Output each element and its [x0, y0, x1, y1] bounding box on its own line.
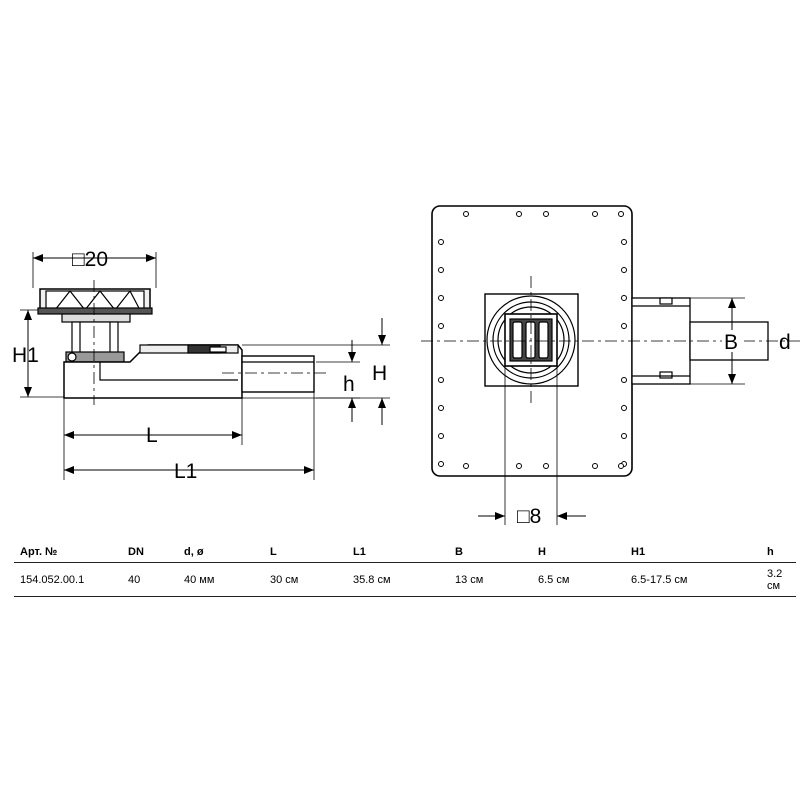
drain-body — [63, 344, 243, 399]
outlet-pipe — [241, 355, 315, 393]
table-cell: 6.5-17.5 см — [625, 562, 761, 597]
table-cell: 40 — [122, 562, 178, 597]
col-header: L1 — [347, 543, 449, 563]
col-header: Арт. № — [14, 543, 122, 563]
label-B: B — [724, 331, 738, 354]
table-cell: 3.2 см — [761, 562, 796, 597]
col-header: B — [449, 543, 532, 563]
table-header-row: Арт. № DN d, ø L L1 B H H1 h — [14, 543, 796, 563]
drain-head — [37, 288, 153, 323]
col-header: DN — [122, 543, 178, 563]
col-header: L — [264, 543, 347, 563]
table-cell: 154.052.00.1 — [14, 562, 122, 597]
label-L: L — [146, 424, 158, 447]
table-cell: 30 см — [264, 562, 347, 597]
col-header: h — [761, 543, 796, 563]
label-H: H — [372, 362, 387, 385]
table-cell: 35.8 см — [347, 562, 449, 597]
technical-drawing: □20 H1 H h L L1 — [12, 205, 800, 528]
col-header: H — [532, 543, 625, 563]
label-grate: □8 — [517, 505, 541, 528]
plate-holes — [438, 211, 627, 469]
label-top-width: □20 — [72, 248, 108, 271]
table-cell: 6.5 см — [532, 562, 625, 597]
table-cell: 40 мм — [178, 562, 264, 597]
label-h: h — [343, 373, 355, 396]
label-L1: L1 — [174, 460, 197, 483]
top-view — [421, 205, 800, 525]
col-header: d, ø — [178, 543, 264, 563]
side-view — [20, 252, 390, 480]
table-row: 154.052.00.1 40 40 мм 30 см 35.8 см 13 с… — [14, 562, 796, 597]
drain-riser — [65, 321, 125, 363]
table-cell: 13 см — [449, 562, 532, 597]
label-d: d — [779, 331, 791, 354]
col-header: H1 — [625, 543, 761, 563]
spec-table: Арт. № DN d, ø L L1 B H H1 h 154.052.00.… — [14, 543, 796, 597]
label-H1: H1 — [12, 344, 39, 367]
